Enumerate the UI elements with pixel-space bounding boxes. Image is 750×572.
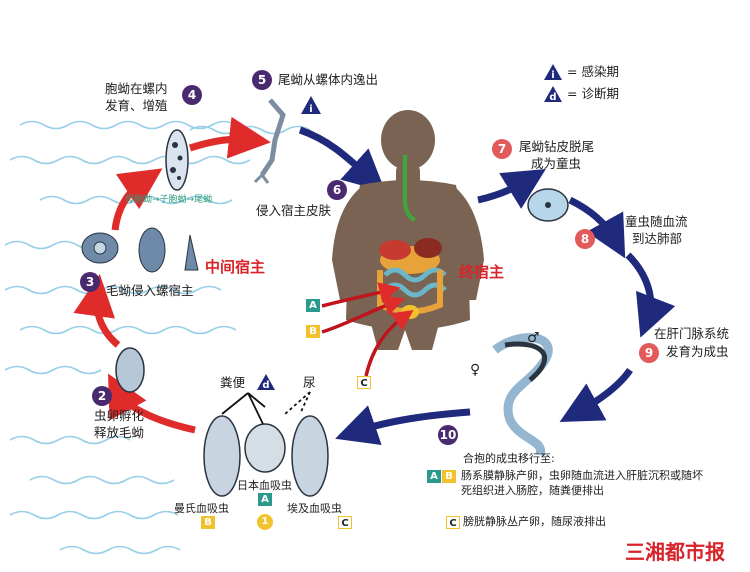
eggs [203,415,329,497]
legend-diagnostic: = 诊断期 [567,86,619,101]
male-symbol: ♂ [527,330,540,346]
step8-badge: 8 [575,229,595,249]
arrow-snail-to-sporocyst [111,168,163,231]
marker-a: A [306,299,320,312]
feces-label: 粪便 [220,375,246,390]
step5-infective-symbol: i [309,104,312,115]
watermark-logo: 三湘都市报 [625,540,725,564]
arrow-to-liver [625,252,676,338]
arrow-to-lungs [568,196,626,259]
step5-text: 尾蚴从螺体内逸出 [278,72,379,87]
arrow-c [364,309,414,377]
egg-haematobium-label: 埃及血吸虫 [287,502,342,515]
urine-label: 尿 [303,375,316,390]
egg-mansoni-marker: B [201,516,215,529]
route-a-marker: A [427,470,441,483]
marker-c: C [357,376,371,389]
arrow-a [321,282,401,308]
definitive-host-label: 终宿主 [459,263,505,281]
step3-text: 毛蚴侵入螺宿主 [106,283,194,298]
route-ab-text-line2: 死组织进入肠腔，随粪便排出 [461,484,604,497]
arrow-host-to-schistosomulum [477,168,546,209]
step2-text-line1: 虫卵孵化 [94,408,145,423]
egg-mansoni-label: 曼氏血吸虫 [174,502,229,515]
step4-badge: 4 [182,85,202,105]
route-c-text: 膀胱静脉丛产卵，随尿液排出 [463,515,606,528]
step7-text-line2: 成为童虫 [531,156,582,171]
step10-title: 合抱的成虫移行至: [463,452,555,465]
step5-infective-icon: i [301,96,321,115]
infective-symbol: i [551,70,554,81]
diagnostic-stage-icon: d [544,86,562,103]
step10-badge: 10 [438,425,458,445]
sporocyst-note: 母胞蚴→子胞蚴→尾蚴 [125,195,213,205]
step9-text-line1: 在肝门脉系统 [654,326,730,341]
step8-text-line1: 童虫随血流 [625,214,688,229]
egg-japonicum-marker: A [258,493,272,506]
excretion-lines [221,391,311,425]
step2-text-line2: 释放毛蚴 [94,425,145,440]
step6-badge: 6 [327,180,347,200]
diagnostic-symbol: d [549,92,556,103]
step2-badge: 2 [92,386,112,406]
egg-haematobium-marker: C [338,516,352,529]
step5-badge: 5 [252,70,272,90]
infective-stage-icon: i [544,64,562,81]
step1-badge: 1 [257,514,273,530]
step7-text-line1: 尾蚴钻皮脱尾 [519,139,595,154]
step9-text-line2: 发育为成虫 [666,344,729,359]
arrow-sporocyst-to-cercaria [188,116,271,159]
intermediate-host-label: 中间宿主 [205,258,266,276]
female-symbol: ♀ [470,362,481,378]
legend-infective: = 感染期 [567,64,619,79]
arrow-egg-to-hatch [108,373,196,434]
step3-badge: 3 [80,272,100,292]
diagnostic-stage-marker: d [257,374,275,391]
arrow-to-eggs [335,405,471,446]
step9-badge: 9 [639,343,659,363]
diagnostic-marker-symbol: d [262,380,269,391]
route-c-marker: C [446,516,460,529]
step7-badge: 7 [492,139,512,159]
arrow-b [321,295,405,334]
arrow-to-adults [559,367,633,423]
step4-text-line1: 胞蚴在螺内 [105,81,168,96]
cercaria [259,98,286,177]
step4-text-line2: 发育、增殖 [105,98,168,113]
arrow-hatch-to-snail [73,274,121,348]
route-b-marker: B [442,470,456,483]
miracidium [115,347,145,393]
arrow-cercaria-to-host [298,126,386,193]
egg-japonicum-label: 日本血吸虫 [237,479,292,492]
adult-worms [492,333,553,457]
sporocyst [165,129,189,191]
step6-text: 侵入宿主皮肤 [256,203,332,218]
snails [81,227,199,273]
marker-b: B [306,325,320,338]
step8-text-line2: 到达肺部 [632,231,683,246]
route-ab-text-line1: 肠系膜静脉产卵，虫卵随血流进入肝脏沉积或随坏 [461,469,703,482]
